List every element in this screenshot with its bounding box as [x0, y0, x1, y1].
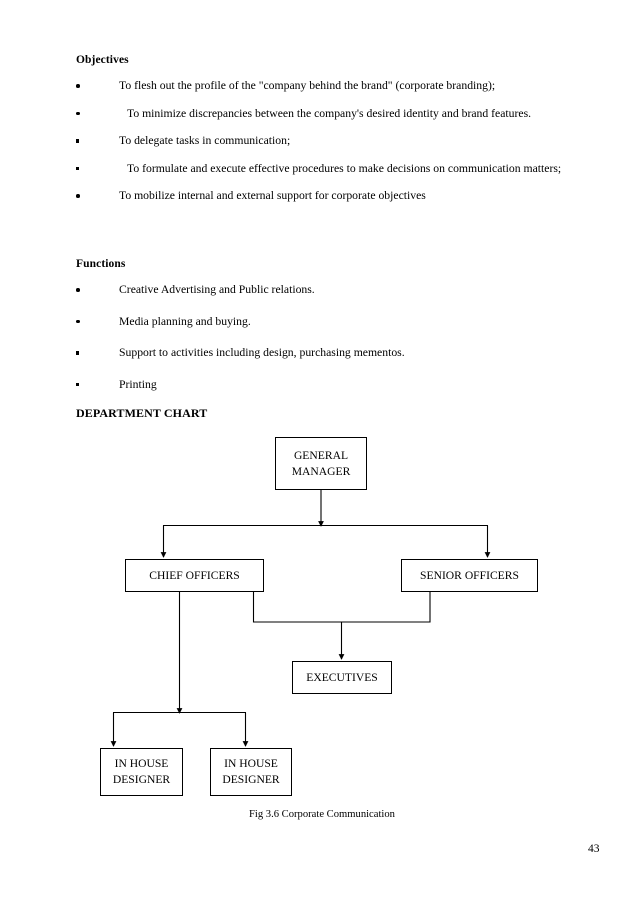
list-item-text: Creative Advertising and Public relation…	[119, 283, 315, 296]
bullet-dot-icon	[76, 184, 80, 208]
list-item: To formulate and execute effective proce…	[76, 157, 562, 181]
objectives-heading: Objectives	[76, 54, 129, 66]
org-node-executives: EXECUTIVES	[292, 661, 392, 694]
figure-caption: Fig 3.6 Corporate Communication	[249, 809, 395, 820]
functions-heading: Functions	[76, 258, 126, 270]
list-item: Printing	[76, 373, 562, 397]
org-node-label: IN HOUSE DESIGNER	[222, 757, 280, 786]
list-item: To mobilize internal and external suppor…	[76, 184, 562, 208]
department-chart-heading: DEPARTMENT CHART	[76, 406, 208, 420]
list-item: Media planning and buying.	[76, 310, 562, 334]
list-item-text: To flesh out the profile of the "company…	[119, 79, 496, 92]
list-item-text: To minimize discrepancies between the co…	[127, 106, 532, 120]
bullet-square-icon	[76, 157, 80, 181]
bullet-dot-icon	[76, 310, 80, 334]
page-number: 43	[588, 843, 600, 855]
org-node-label: EXECUTIVES	[306, 670, 378, 684]
list-item: To minimize discrepancies between the co…	[76, 102, 562, 126]
org-node-designer-1: IN HOUSE DESIGNER	[100, 748, 183, 796]
org-node-label: GENERAL MANAGER	[291, 448, 351, 478]
org-node-general-manager: GENERAL MANAGER	[275, 437, 367, 490]
list-item: To flesh out the profile of the "company…	[76, 74, 562, 98]
list-item: Support to activities including design, …	[76, 341, 562, 365]
list-item-text: To mobilize internal and external suppor…	[119, 189, 426, 202]
org-node-label: IN HOUSE DESIGNER	[112, 757, 171, 786]
list-item-text: Support to activities including design, …	[119, 346, 405, 359]
org-node-senior-officers: SENIOR OFFICERS	[401, 559, 538, 592]
functions-list: Creative Advertising and Public relation…	[76, 278, 562, 396]
bullet-dot-icon	[76, 102, 80, 126]
list-item-text: To delegate tasks in communication;	[119, 134, 291, 147]
bullet-dot-icon	[76, 74, 80, 98]
objectives-list: To flesh out the profile of the "company…	[76, 74, 562, 208]
list-item-text: To formulate and execute effective proce…	[127, 161, 562, 175]
bullet-dot-icon	[76, 278, 80, 302]
list-item: To delegate tasks in communication;	[76, 129, 562, 153]
bullet-square-icon	[76, 129, 80, 153]
bullet-square-icon	[76, 341, 80, 365]
org-node-designer-2: IN HOUSE DESIGNER	[210, 748, 292, 796]
org-node-label: CHIEF OFFICERS	[149, 568, 240, 582]
bullet-square-icon	[76, 373, 80, 397]
list-item-text: Printing	[119, 377, 157, 391]
list-item: Creative Advertising and Public relation…	[76, 278, 562, 302]
org-node-chief-officers: CHIEF OFFICERS	[125, 559, 264, 592]
list-item-text: Media planning and buying.	[119, 314, 251, 328]
org-node-label: SENIOR OFFICERS	[420, 568, 519, 582]
